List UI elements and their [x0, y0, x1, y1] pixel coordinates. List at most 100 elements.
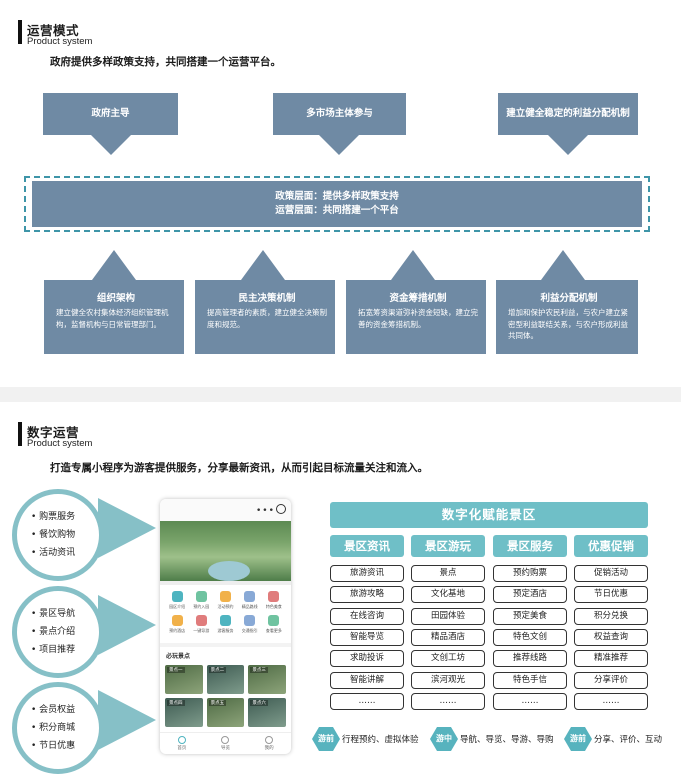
nav-label: 首页 [177, 746, 187, 751]
grid-item[interactable]: 预约酒店 [165, 615, 189, 634]
attraction-thumb[interactable]: 景点五 [206, 698, 245, 727]
grid-label: 预约入园 [193, 604, 210, 609]
grid-item[interactable]: 活动预约 [213, 591, 237, 610]
mini-program-phone: ••• 园区介绍 预约入园 活动预约 精品路线 特色美食 预约酒店 一键导游 游… [160, 499, 291, 754]
down-arrow-3 [548, 135, 588, 155]
mechanism-title: 资金筹措机制 [389, 293, 447, 304]
thumb-label: 景点二 [208, 667, 227, 673]
zone-cell: 文化基地 [411, 586, 485, 604]
attraction-thumb[interactable]: 景点二 [206, 665, 245, 694]
down-arrow-2 [319, 135, 359, 155]
nav-profile[interactable]: 我的 [265, 736, 274, 751]
service-icon [219, 615, 231, 626]
more-dots-icon[interactable]: ••• [256, 506, 275, 516]
mechanism-desc: 拓宽筹资渠道弥补资金短缺，建立完善的资金筹措机制。 [358, 308, 478, 329]
digital-zone-title: 数字化赋能景区 [330, 502, 648, 528]
map-icon [221, 736, 230, 744]
attraction-thumb[interactable]: 景点四 [165, 698, 203, 727]
stage-text-during: 导航、导览、导游、导购 [460, 735, 554, 745]
column-head-service: 景区服务 [493, 535, 567, 557]
nav-guide[interactable]: 导览 [221, 736, 230, 751]
zone-cell: 促销活动 [574, 565, 648, 582]
feature-circle-member: 会员权益 积分商城 节日优惠 [12, 682, 104, 774]
mechanism-box-distribution: 利益分配机制 增加和保护农民利益，与农户建立紧密型利益联结关系，与农户形成利益共… [496, 280, 638, 354]
mechanism-desc: 提高管理者的素质，建立健全决策制度和规范。 [207, 308, 327, 329]
lake-shape [208, 561, 250, 581]
food-icon [268, 591, 280, 602]
grid-item[interactable]: 一键导游 [189, 615, 213, 634]
zone-cell: 智能导览 [330, 628, 404, 646]
zone-cell: 推荐线路 [493, 650, 567, 668]
policy-line: 政策层面：提供多样政策支持 [275, 190, 399, 202]
event-icon [219, 591, 231, 602]
section1-title: 运营模式 [27, 23, 80, 38]
stage-badge-before: 游前 [312, 727, 340, 751]
zone-cell: 预定美食 [493, 607, 567, 625]
beam-2 [98, 595, 156, 655]
attraction-thumb[interactable]: 景点六 [248, 698, 286, 727]
zone-cell: 精准推荐 [574, 650, 648, 668]
thumb-label: 景点四 [167, 700, 185, 706]
nav-label: 导览 [220, 746, 230, 751]
mechanism-title: 组织架构 [96, 293, 135, 304]
zone-cell: 特色文创 [493, 628, 567, 646]
feature-item: 活动资讯 [31, 544, 99, 562]
zone-cell: 预约购票 [493, 565, 567, 582]
stage-badge-during: 游中 [430, 727, 458, 751]
grid-label: 活动预约 [217, 604, 234, 609]
grid-item[interactable]: 精品路线 [238, 591, 262, 610]
column-head-info: 景区资讯 [330, 535, 404, 557]
feature-circle-guide: 景区导航 景点介绍 项目推荐 [12, 586, 104, 678]
grid-label: 游客服务 [217, 628, 234, 633]
feature-item: 景点介绍 [31, 623, 99, 641]
grid-label: 特色美食 [265, 604, 282, 609]
hero-aerial-image [160, 521, 291, 581]
phone-separator [160, 643, 291, 647]
mechanism-box-organization: 组织架构 建立健全农村集体经济组织管理机构，监督机构与日常管理部门。 [44, 280, 184, 354]
close-capsule-icon[interactable] [276, 504, 286, 514]
zone-cell: 文创工坊 [411, 650, 485, 668]
feature-item: 餐饮购物 [31, 526, 99, 544]
nav-home[interactable]: 首页 [177, 736, 186, 751]
attraction-thumb[interactable]: 景点一 [165, 665, 203, 694]
grid-item[interactable]: 特色美食 [262, 591, 286, 610]
phone-status-bar [160, 499, 291, 521]
nav-label: 我的 [264, 746, 274, 751]
zone-cell: 滨河观光 [411, 671, 485, 689]
mechanism-title: 利益分配机制 [540, 293, 598, 304]
mechanism-box-decision: 民主决策机制 提高管理者的素质，建立健全决策制度和规范。 [195, 280, 335, 354]
hotel-icon [171, 615, 183, 626]
route-icon [244, 591, 256, 602]
grid-item[interactable]: 游客服务 [213, 615, 237, 634]
grid-item[interactable]: 园区介绍 [165, 591, 189, 610]
section1-lead: 政府提供多样政策支持，共同搭建一个运营平台。 [50, 56, 281, 68]
stage-badge-after: 游前 [564, 727, 592, 751]
zone-cell: 积分兑换 [574, 607, 648, 625]
zone-cell: 求助投诉 [330, 650, 404, 668]
grid-item[interactable]: 交通指引 [238, 615, 262, 634]
section1-subtitle: Product system [27, 36, 93, 47]
feature-item: 节日优惠 [31, 737, 99, 755]
grid-item[interactable]: 查看更多 [262, 615, 286, 634]
grid-item[interactable]: 预约入园 [189, 591, 213, 610]
attraction-thumb[interactable]: 景点三 [248, 665, 286, 694]
thumb-label: 景点三 [250, 667, 268, 673]
zone-cell: 分享评价 [574, 671, 648, 689]
attraction-thumbs: 景点一 景点二 景点三 景点四 景点五 景点六 [165, 665, 286, 727]
function-grid: 园区介绍 预约入园 活动预约 精品路线 特色美食 预约酒店 一键导游 游客服务 … [165, 591, 286, 634]
zone-cell: 旅游资讯 [330, 565, 404, 582]
section2-lead: 打造专属小程序为游客提供服务，分享最新资讯，从而引起目标流量关注和流入。 [50, 462, 428, 474]
phone-tab-strip [160, 581, 291, 585]
section2-subtitle: Product system [27, 438, 93, 449]
zone-cell: 特色手信 [493, 671, 567, 689]
mechanism-desc: 建立健全农村集体经济组织管理机构，监督机构与日常管理部门。 [56, 308, 169, 329]
platform-bar: 政策层面：提供多样政策支持 运营层面：共同搭建一个平台 [32, 181, 642, 227]
beam-3 [98, 690, 156, 750]
operation-line: 运营层面：共同搭建一个平台 [275, 205, 399, 216]
traffic-icon [244, 615, 256, 626]
top-box-government: 政府主导 [43, 93, 178, 135]
zone-cell: 旅游攻略 [330, 586, 404, 604]
zone-cell: 节日优惠 [574, 586, 648, 604]
mechanism-box-funding: 资金筹措机制 拓宽筹资渠道弥补资金短缺，建立完善的资金筹措机制。 [346, 280, 486, 354]
user-icon [265, 736, 274, 744]
